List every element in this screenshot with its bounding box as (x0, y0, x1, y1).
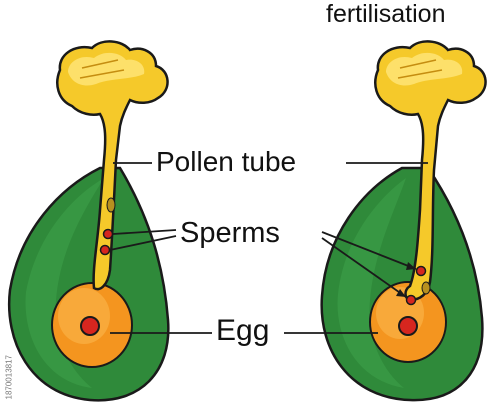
arrowhead-right-1 (406, 262, 416, 270)
egg-cell-left-highlight (58, 288, 110, 344)
diagram-title: fertilisation (326, 0, 446, 28)
arrowhead-right-2 (396, 289, 406, 297)
label-pollen-tube: Pollen tube (156, 146, 297, 177)
leader-lines (109, 162, 428, 334)
egg-nucleus-left (80, 316, 100, 336)
label-egg: Egg (216, 314, 270, 347)
sperm-left-1 (102, 228, 114, 240)
sperms-line-left-2 (109, 235, 177, 251)
label-sperms: Sperms (180, 217, 280, 249)
side-credit: 1870013817 (4, 355, 14, 400)
sperms-line-left-1 (112, 229, 177, 235)
ovule-right-shade (337, 178, 406, 388)
pollen-grain-right-lines (397, 59, 443, 79)
ovule-left-shade (25, 178, 105, 388)
pollen-grain-left-lines (79, 59, 125, 79)
arrowheads (396, 262, 416, 297)
pollen-grain-left (56, 40, 169, 291)
ovule-left (7, 40, 170, 402)
egg-nucleus-right (398, 316, 418, 336)
pollen-grain-right (374, 40, 487, 302)
sperm-right-1 (415, 265, 427, 277)
sperms-line-right-1 (321, 231, 417, 270)
sperm-left-2 (99, 244, 111, 256)
sperm-right-2 (405, 294, 417, 306)
sperms-line-right-2 (321, 237, 407, 298)
tube-nucleus-left (106, 197, 116, 213)
ovule-right (320, 40, 487, 402)
tube-nucleus-right (421, 281, 431, 295)
